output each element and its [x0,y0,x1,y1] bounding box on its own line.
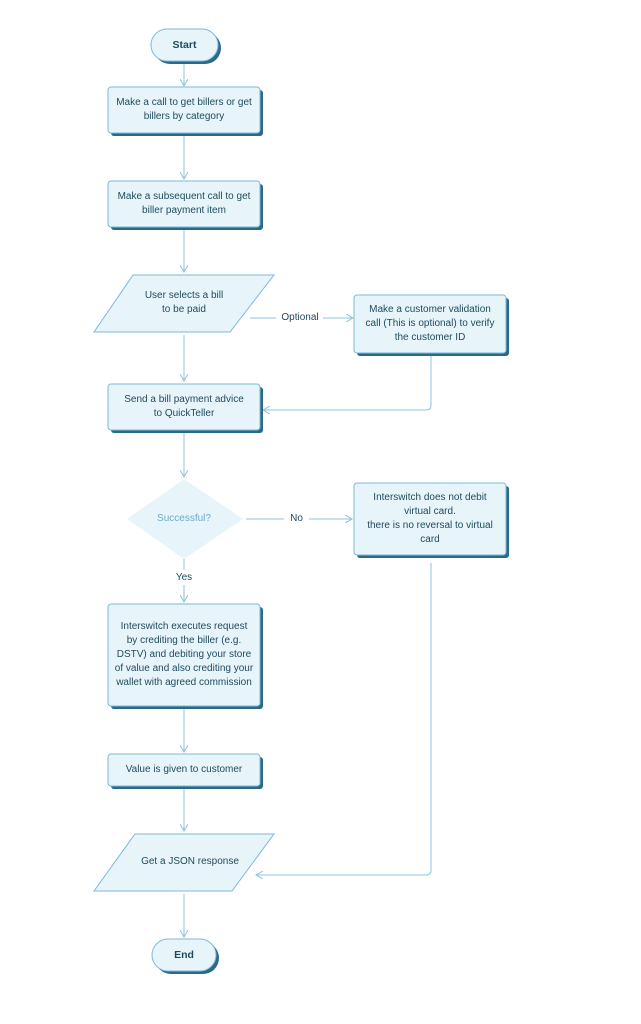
validation-node [353,294,507,354]
decision-node [127,479,243,559]
payment-item-label: Make a subsequent call to get biller pay… [117,191,251,216]
no-debit-label: Interswitch does not debit virtual card.… [367,492,493,545]
edge-validation-to-send-advice [263,356,432,410]
connectors [184,62,432,937]
get-billers-label: Make a call to get billers or get biller… [116,97,252,122]
json-response-node [93,833,275,892]
nodes [93,28,507,972]
execute-label: Interswitch executes request by creditin… [114,621,254,688]
get-billers-node [107,86,261,134]
value-given-label: Value is given to customer [125,764,243,775]
value-given-node [107,753,261,787]
edge-label-no: No [290,513,303,524]
select-bill-label: User selects a bill to be paid [144,290,224,315]
end-label: End [174,949,194,961]
start-node [150,28,219,62]
start-label: Start [172,39,197,51]
json-response-label: Get a JSON response [141,856,239,867]
payment-item-node [107,180,261,228]
edge-label-optional: Optional [281,312,319,323]
execute-node [107,603,261,707]
end-node [151,938,217,972]
validation-label: Make a customer validation call (This is… [365,304,495,343]
edge-label-yes: Yes [175,572,193,583]
edge-no-debit-to-json [256,563,432,875]
send-advice-node [107,383,261,431]
decision-label: Successful? [157,513,211,524]
no-debit-node [353,482,507,556]
select-bill-node [93,274,276,333]
send-advice-label: Send a bill payment advice to QuickTelle… [124,394,244,419]
